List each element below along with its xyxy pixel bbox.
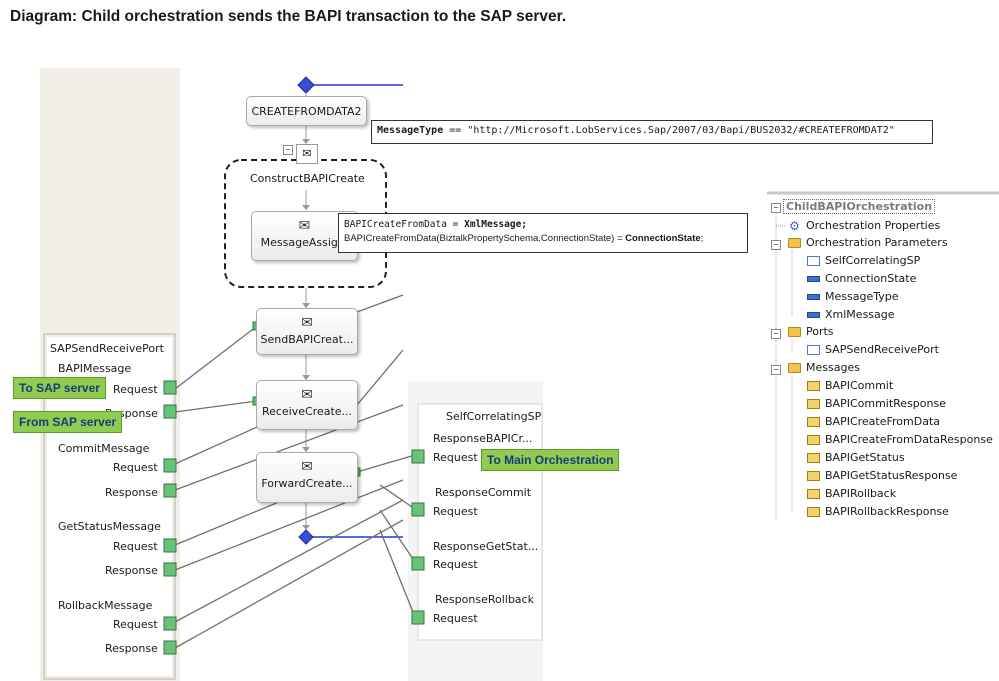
tree-item-messagetype[interactable]: MessageType xyxy=(807,290,898,303)
gear-icon: ⚙ xyxy=(789,218,800,233)
tree-root[interactable]: ChildBAPIOrchestration xyxy=(783,199,936,214)
send-message-icon: ✉ xyxy=(301,315,313,331)
forward-message-icon: ✉ xyxy=(301,459,313,475)
tree-item-message[interactable]: BAPIGetStatusResponse xyxy=(807,469,957,482)
filter-expression: == "http://Microsoft.LobServices.Sap/200… xyxy=(443,125,895,136)
tree-item-message[interactable]: BAPICommitResponse xyxy=(807,397,946,410)
tree-item-sapsendreceiveport[interactable]: SAPSendReceivePort xyxy=(807,343,939,356)
receive-createfromdata2-shape[interactable]: CREATEFROMDATA2 xyxy=(246,96,367,126)
port-icon xyxy=(807,344,820,355)
tree-item-orchestration-properties[interactable]: ⚙Orchestration Properties xyxy=(789,218,941,233)
assign-line1-b: XmlMessage; xyxy=(464,219,528,230)
right-operation-request[interactable]: Request xyxy=(433,558,478,571)
left-port-markers xyxy=(163,380,177,655)
tree-item-message[interactable]: BAPIGetStatus xyxy=(807,451,905,464)
right-operation-name: ResponseBAPICr... xyxy=(433,432,533,445)
right-operation-request[interactable]: Request xyxy=(433,505,478,518)
right-operation-request[interactable]: Request xyxy=(433,451,478,464)
right-operation-name: ResponseRollback xyxy=(435,593,534,606)
assign-line2-c: ; xyxy=(700,233,704,244)
tree-item-message[interactable]: BAPICreateFromData xyxy=(807,415,940,428)
message-icon xyxy=(807,488,820,499)
tree-item-message[interactable]: BAPIRollback xyxy=(807,487,896,500)
forward-create-label: ForwardCreate... xyxy=(261,477,353,490)
left-operation-name: GetStatusMessage xyxy=(58,520,161,533)
send-bapi-label: SendBAPICreat... xyxy=(260,333,354,346)
message-assignment-label: MessageAssig... xyxy=(260,236,349,249)
message-icon xyxy=(807,380,820,391)
tree-collapse-icon[interactable]: − xyxy=(771,240,781,250)
tree-item-ports[interactable]: Ports xyxy=(788,325,834,338)
forward-create-shape[interactable]: ✉ ForwardCreate... xyxy=(256,452,358,503)
self-correlating-port-frame xyxy=(417,403,543,641)
left-operation-name: RollbackMessage xyxy=(58,599,153,612)
filter-expression-box: MessageType == "http://Microsoft.LobServ… xyxy=(371,120,933,144)
tree-item-message[interactable]: BAPIRollbackResponse xyxy=(807,505,949,518)
receive-createfromdata2-label: CREATEFROMDATA2 xyxy=(251,105,362,118)
message-icon xyxy=(807,452,820,463)
message-icon xyxy=(807,398,820,409)
to-main-orchestration-callout: To Main Orchestration xyxy=(481,449,620,471)
left-port-name: SAPSendReceivePort xyxy=(50,342,164,355)
message-icon xyxy=(807,416,820,427)
assign-line1-a: BAPICreateFromData = xyxy=(344,219,465,230)
message-icon xyxy=(807,470,820,481)
folder-icon xyxy=(788,326,801,337)
tree-item-message[interactable]: BAPICommit xyxy=(807,379,893,392)
tree-collapse-icon[interactable]: − xyxy=(771,365,781,375)
left-operation-name: BAPIMessage xyxy=(58,362,132,375)
tree-collapse-icon[interactable]: − xyxy=(771,329,781,339)
message-icon xyxy=(807,434,820,445)
parameter-icon xyxy=(807,275,820,282)
parameter-icon xyxy=(807,311,820,318)
to-sap-server-callout: To SAP server xyxy=(13,377,106,399)
tree-item-orchestration-parameters[interactable]: Orchestration Parameters xyxy=(788,236,948,249)
left-operation-response[interactable]: Response xyxy=(105,564,158,577)
assign-line2-b: ConnectionState xyxy=(625,233,701,244)
end-shape xyxy=(298,529,314,545)
parameter-icon xyxy=(807,293,820,300)
left-operation-name: CommitMessage xyxy=(58,442,150,455)
right-operation-name: ResponseGetStat... xyxy=(433,540,539,553)
page-title: Diagram: Child orchestration sends the B… xyxy=(10,8,567,25)
left-operation-response[interactable]: Response xyxy=(105,642,158,655)
construct-scope-label: ConstructBAPICreate xyxy=(250,172,365,185)
tree-item-message[interactable]: BAPICreateFromDataResponse xyxy=(807,433,993,446)
filter-label: MessageType xyxy=(377,125,444,136)
right-port-name: SelfCorrelatingSP xyxy=(446,410,542,423)
tree-item-messages[interactable]: Messages xyxy=(788,361,860,374)
tree-item-connectionstate[interactable]: ConnectionState xyxy=(807,272,916,285)
message-icon xyxy=(807,506,820,517)
message-assign-icon: ✉ xyxy=(298,218,311,234)
receive-message-icon: ✉ xyxy=(301,387,313,403)
right-operation-name: ResponseCommit xyxy=(435,486,532,499)
receive-create-label: ReceiveCreate... xyxy=(261,405,353,418)
port-parameter-icon xyxy=(807,255,820,266)
receive-create-shape[interactable]: ✉ ReceiveCreate... xyxy=(256,380,358,430)
tree-item-xmlmessage[interactable]: XmlMessage xyxy=(807,308,895,321)
send-bapi-shape[interactable]: ✉ SendBAPICreat... xyxy=(256,308,358,355)
assign-line2-a: BAPICreateFromData(BiztalkPropertySchema… xyxy=(344,233,626,244)
construct-message-icon: ✉ xyxy=(296,144,318,164)
left-operation-request[interactable]: Request xyxy=(113,540,158,553)
left-operation-request[interactable]: Request xyxy=(113,461,158,474)
folder-icon xyxy=(788,237,801,248)
tree-item-selfcorrelatingsp[interactable]: SelfCorrelatingSP xyxy=(807,254,920,267)
start-shape xyxy=(297,76,315,94)
assignment-code-box: BAPICreateFromData = XmlMessage; BAPICre… xyxy=(338,213,748,253)
collapse-icon[interactable]: − xyxy=(283,145,293,155)
folder-icon xyxy=(788,362,801,373)
from-sap-server-callout: From SAP server xyxy=(13,411,123,433)
right-port-markers xyxy=(411,449,425,625)
right-operation-request[interactable]: Request xyxy=(433,612,478,625)
tree-collapse-icon[interactable]: − xyxy=(771,203,781,213)
left-operation-request[interactable]: Request xyxy=(113,618,158,631)
left-operation-request[interactable]: Request xyxy=(113,383,158,396)
left-operation-response[interactable]: Response xyxy=(105,486,158,499)
